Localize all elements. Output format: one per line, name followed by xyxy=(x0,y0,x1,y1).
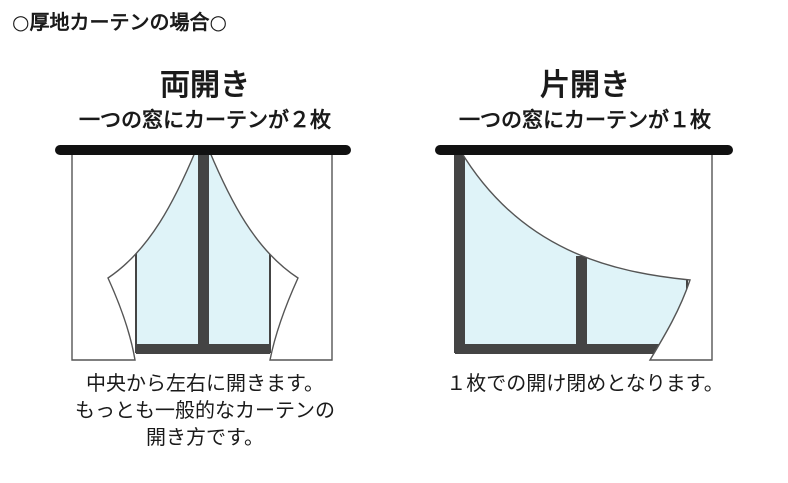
single-open-illustration xyxy=(435,145,733,361)
double-open-subtitle: 一つの窓にカーテンが２枚 xyxy=(79,108,331,132)
double-open-title: 両開き xyxy=(160,68,250,103)
right-curtain xyxy=(207,149,333,361)
single-window-center-bar xyxy=(576,256,587,352)
page-title: ○厚地カーテンの場合○ xyxy=(12,10,227,34)
single-open-title: 片開き xyxy=(540,68,630,103)
double-window-sill xyxy=(136,344,270,354)
single-open-caption: １枚での開け閉めとなります。 xyxy=(400,370,770,397)
left-curtain xyxy=(71,149,198,361)
double-caption-line-1: 中央から左右に開きます。 xyxy=(86,371,324,395)
single-curtain xyxy=(458,149,713,361)
single-window-sill xyxy=(455,344,687,354)
single-open-subtitle: 一つの窓にカーテンが１枚 xyxy=(459,108,711,132)
single-window-left-bar xyxy=(455,152,465,352)
double-caption-line-2: もっとも一般的なカーテンの xyxy=(75,398,335,422)
double-open-caption: 中央から左右に開きます。 もっとも一般的なカーテンの 開き方です。 xyxy=(20,370,390,451)
double-open-illustration xyxy=(55,145,351,361)
single-caption-line-1: １枚での開け閉めとなります。 xyxy=(446,371,724,395)
double-window-center-bar xyxy=(198,152,209,352)
double-caption-line-3: 開き方です。 xyxy=(146,425,264,449)
